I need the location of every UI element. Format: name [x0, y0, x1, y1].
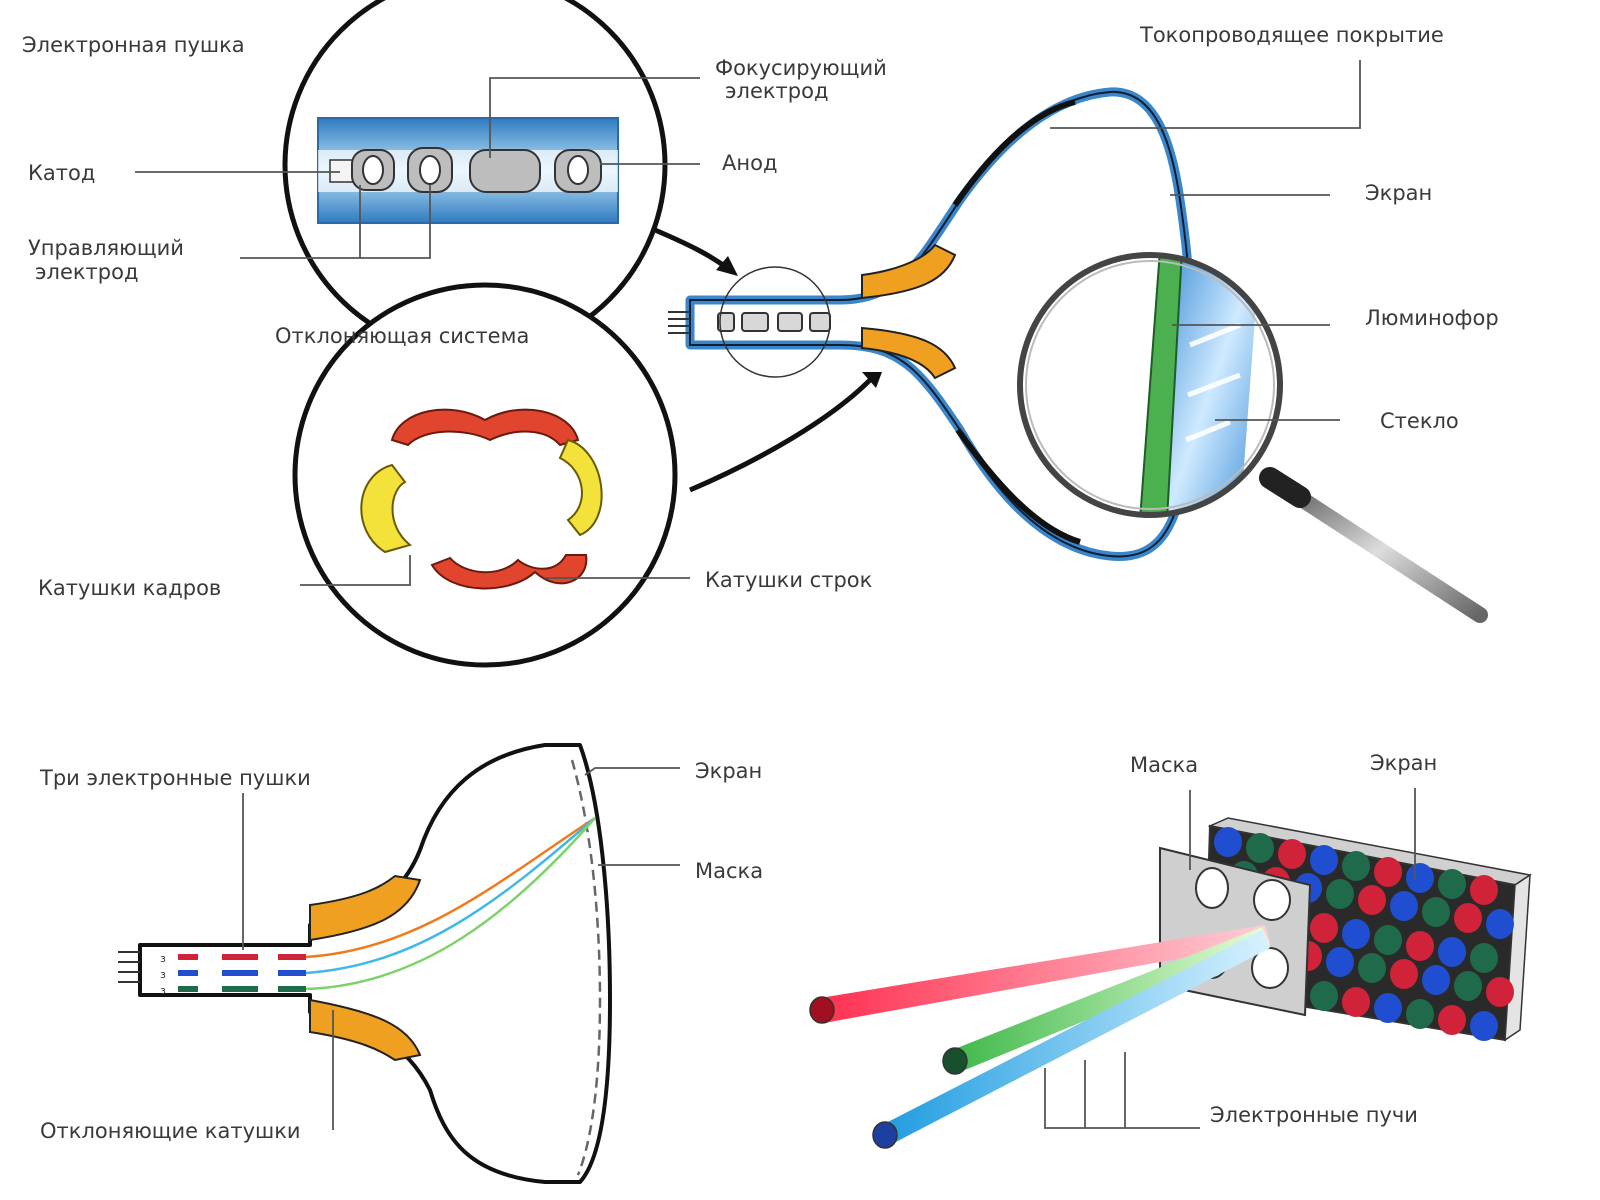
arrow-to-coils — [689, 378, 872, 493]
label-control-electrode-2: электрод — [35, 260, 138, 284]
phosphor-dot — [1438, 1005, 1466, 1035]
conductive-coating-bottom — [955, 428, 1081, 545]
phosphor-dot — [1470, 1011, 1498, 1041]
label-mask-color: Маска — [695, 859, 763, 883]
color-tube-outline — [138, 743, 612, 1184]
electron-gun-zoom — [282, 0, 668, 358]
color-coil-top — [309, 874, 422, 942]
phosphor-layer — [1138, 255, 1184, 515]
phosphor-dot — [1374, 857, 1402, 887]
phosphor-dot — [1454, 903, 1482, 933]
phosphor-dot — [1422, 897, 1450, 927]
phosphor-dot — [1438, 937, 1466, 967]
neck-pins — [668, 311, 690, 334]
labels: Электронная пушка Фокусирующий электрод … — [22, 23, 1499, 1143]
phosphor-dot — [1326, 947, 1354, 977]
label-conductive-coating: Токопроводящее покрытие — [1139, 23, 1444, 47]
label-focusing-electrode: Фокусирующий — [715, 56, 887, 80]
phosphor-dot — [1470, 875, 1498, 905]
phosphor-dot — [1246, 833, 1274, 863]
label-screen-3d: Экран — [1370, 751, 1437, 775]
label-anode: Анод — [722, 151, 777, 175]
leader-lines-top — [135, 60, 1361, 586]
magnifier-lens — [1017, 252, 1283, 518]
deflection-coil-bottom — [861, 326, 957, 380]
phosphor-dot — [1470, 943, 1498, 973]
cathode-element — [329, 159, 355, 183]
phosphor-dot — [1454, 971, 1482, 1001]
shadow-mask-3d — [809, 817, 1532, 1149]
label-frame-coils: Катушки кадров — [38, 576, 221, 600]
phosphor-dot — [1342, 987, 1370, 1017]
leader-lines-bottom-left — [242, 767, 680, 1130]
arrow-to-neck — [654, 227, 732, 273]
phosphor-dot — [1486, 909, 1514, 939]
three-guns: з з з — [160, 952, 306, 997]
beam-red — [820, 925, 1270, 1023]
phosphor-dot — [1374, 925, 1402, 955]
magnifier-handle — [1272, 477, 1488, 623]
neck-highlight-circle — [719, 266, 831, 378]
color-beams — [305, 816, 596, 991]
label-glass: Стекло — [1380, 409, 1459, 433]
svg-text:з: з — [160, 968, 166, 981]
beam-blue — [882, 930, 1270, 1145]
label-electron-gun: Электронная пушка — [22, 33, 245, 57]
label-phosphor: Люминофор — [1365, 306, 1499, 330]
phosphor-dot — [1342, 919, 1370, 949]
phosphor-dot — [1326, 879, 1354, 909]
phosphor-dot — [1310, 981, 1338, 1011]
frame-coil-left — [360, 463, 413, 554]
phosphor-dot — [1342, 851, 1370, 881]
phosphor-dot — [1310, 913, 1338, 943]
label-control-electrode: Управляющий — [28, 236, 184, 260]
phosphor-dot — [1486, 977, 1514, 1007]
label-electron-beams: Электронные пучи — [1210, 1103, 1418, 1127]
electrode-cylinders — [351, 147, 602, 193]
phosphor-dot — [1406, 999, 1434, 1029]
magnifier — [1017, 252, 1488, 623]
deflection-coils-zoom — [292, 282, 678, 668]
label-three-guns: Три электронные пушки — [39, 766, 311, 790]
label-deflection-coils: Отклоняющие катушки — [40, 1119, 301, 1143]
label-mask-3d: Маска — [1130, 753, 1198, 777]
beam-green — [952, 927, 1270, 1072]
label-screen-top: Экран — [1365, 181, 1432, 205]
phosphor-dot — [1390, 891, 1418, 921]
phosphor-dot — [1406, 863, 1434, 893]
deflection-coil-top — [861, 243, 957, 300]
phosphor-dot — [1358, 953, 1386, 983]
phosphor-dot — [1390, 959, 1418, 989]
svg-text:з: з — [160, 952, 166, 965]
phosphor-dot — [1214, 827, 1242, 857]
leader-lines-bottom-right — [1044, 788, 1416, 1129]
line-coil-top — [390, 408, 580, 447]
label-focusing-electrode-2: электрод — [725, 79, 828, 103]
label-cathode: Катод — [28, 161, 95, 185]
phosphor-dot — [1422, 965, 1450, 995]
color-tube-pins — [118, 951, 140, 983]
phosphor-dot — [1310, 845, 1338, 875]
line-coil-bottom — [430, 554, 588, 590]
label-line-coils: Катушки строк — [705, 568, 872, 592]
phosphor-dot — [1278, 839, 1306, 869]
label-deflection-system: Отклоняющая система — [275, 324, 529, 348]
electron-beams-3d — [809, 925, 1270, 1149]
color-crt: з з з — [118, 743, 612, 1184]
phosphor-dot — [1374, 993, 1402, 1023]
phosphor-dot — [1358, 885, 1386, 915]
phosphor-dot — [1438, 869, 1466, 899]
frame-coil-right — [558, 438, 603, 537]
conductive-coating-top — [952, 99, 1076, 207]
svg-text:з: з — [160, 984, 166, 997]
color-coil-bottom — [309, 998, 422, 1062]
phosphor-dot — [1406, 931, 1434, 961]
gun-in-neck — [717, 312, 831, 332]
label-screen-color: Экран — [695, 759, 762, 783]
